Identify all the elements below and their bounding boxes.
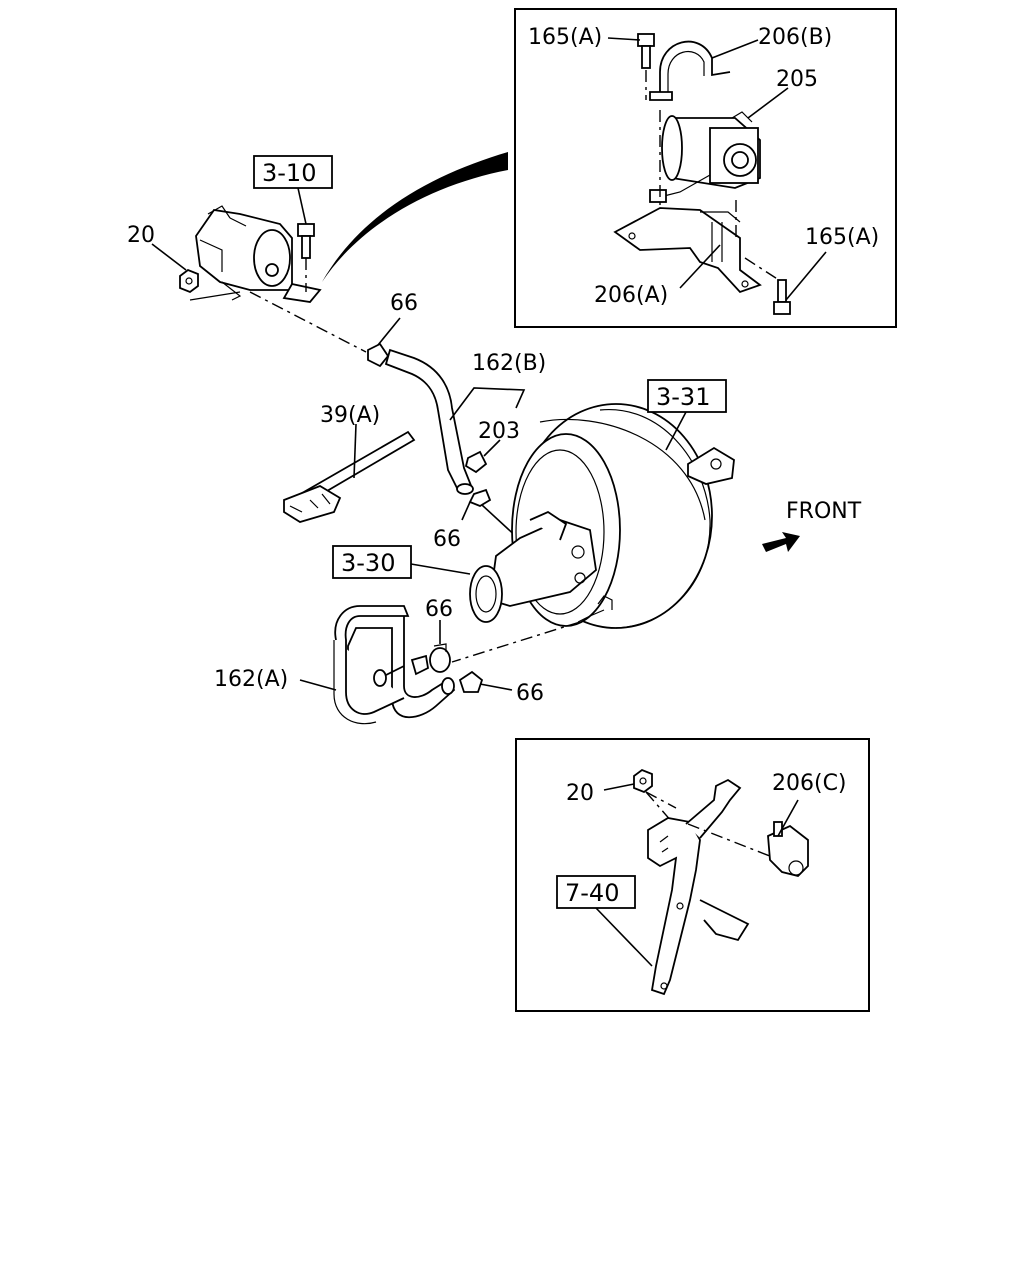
callout-206a: 206(A)	[594, 283, 668, 308]
refbox-7-40	[556, 875, 636, 909]
main-assembly: 3-10 20	[127, 155, 862, 725]
clamp-66-right-icon	[458, 670, 513, 693]
inset-bottom-frame	[515, 738, 870, 1012]
callout-20-inset: 20	[566, 781, 594, 806]
callout-165a-right: 165(A)	[805, 225, 879, 250]
refbox-3-31-label: 3-31	[656, 383, 710, 411]
fitting-203-icon	[464, 439, 501, 474]
callout-66-low: 66	[425, 597, 453, 622]
bolt-3-10-icon	[297, 187, 315, 292]
refbox-3-30	[332, 545, 412, 579]
centerline-booster-hose	[451, 621, 581, 663]
inset-pointer	[322, 152, 508, 282]
refbox-7-40-label: 7-40	[565, 879, 619, 907]
callout-66-mid: 66	[433, 527, 461, 552]
callout-162b: 162(B)	[472, 351, 546, 376]
clamp-66-top-icon	[367, 317, 401, 368]
nut-20-inset-icon	[603, 768, 677, 823]
front-arrow-icon	[762, 532, 800, 552]
callout-165a-top: 165(A)	[528, 25, 602, 50]
bolt-165a-top-icon	[637, 33, 655, 100]
nut-20-icon	[151, 243, 241, 301]
callout-162a: 162(A)	[214, 667, 288, 692]
refbox-3-10	[253, 155, 333, 189]
vacuum-pump-icon	[195, 205, 322, 303]
callout-66-right: 66	[516, 681, 544, 706]
motor-205-icon	[649, 111, 761, 203]
callout-203: 203	[478, 419, 520, 444]
inset-bottom-bracket: 20 7-40 206(C)	[515, 738, 870, 1012]
clip-206c-icon	[767, 799, 809, 877]
master-cylinder-icon	[469, 510, 613, 623]
refbox-3-31	[647, 379, 727, 413]
refbox-3-10-label: 3-10	[262, 159, 316, 187]
strap-206b-icon	[649, 40, 731, 101]
inset-top-frame	[514, 8, 897, 328]
callout-206c: 206(C)	[772, 771, 847, 796]
bracket-7-40-icon	[647, 778, 781, 996]
cable-tie-39a-icon	[283, 423, 416, 523]
bolt-165a-right-icon	[744, 257, 791, 315]
refbox-3-30-label: 3-30	[341, 549, 395, 577]
hose-162b-icon	[384, 348, 474, 495]
hose-162a-icon	[333, 605, 456, 725]
clamp-66-mid-icon	[461, 488, 521, 541]
centerline-pump-hose	[249, 291, 367, 353]
leader-162b	[449, 387, 526, 421]
bracket-206a-icon	[613, 110, 762, 294]
inset-top-vacuum-pump: 165(A) 206(B) 205 165(A) 206(A)	[322, 8, 897, 328]
callout-20-left: 20	[127, 223, 155, 248]
callout-39a: 39(A)	[320, 403, 380, 428]
callout-66-top: 66	[390, 291, 418, 316]
callout-205: 205	[776, 67, 818, 92]
callout-206b: 206(B)	[758, 25, 832, 50]
clamp-66-low-icon	[410, 620, 451, 676]
front-label: FRONT	[786, 499, 862, 524]
